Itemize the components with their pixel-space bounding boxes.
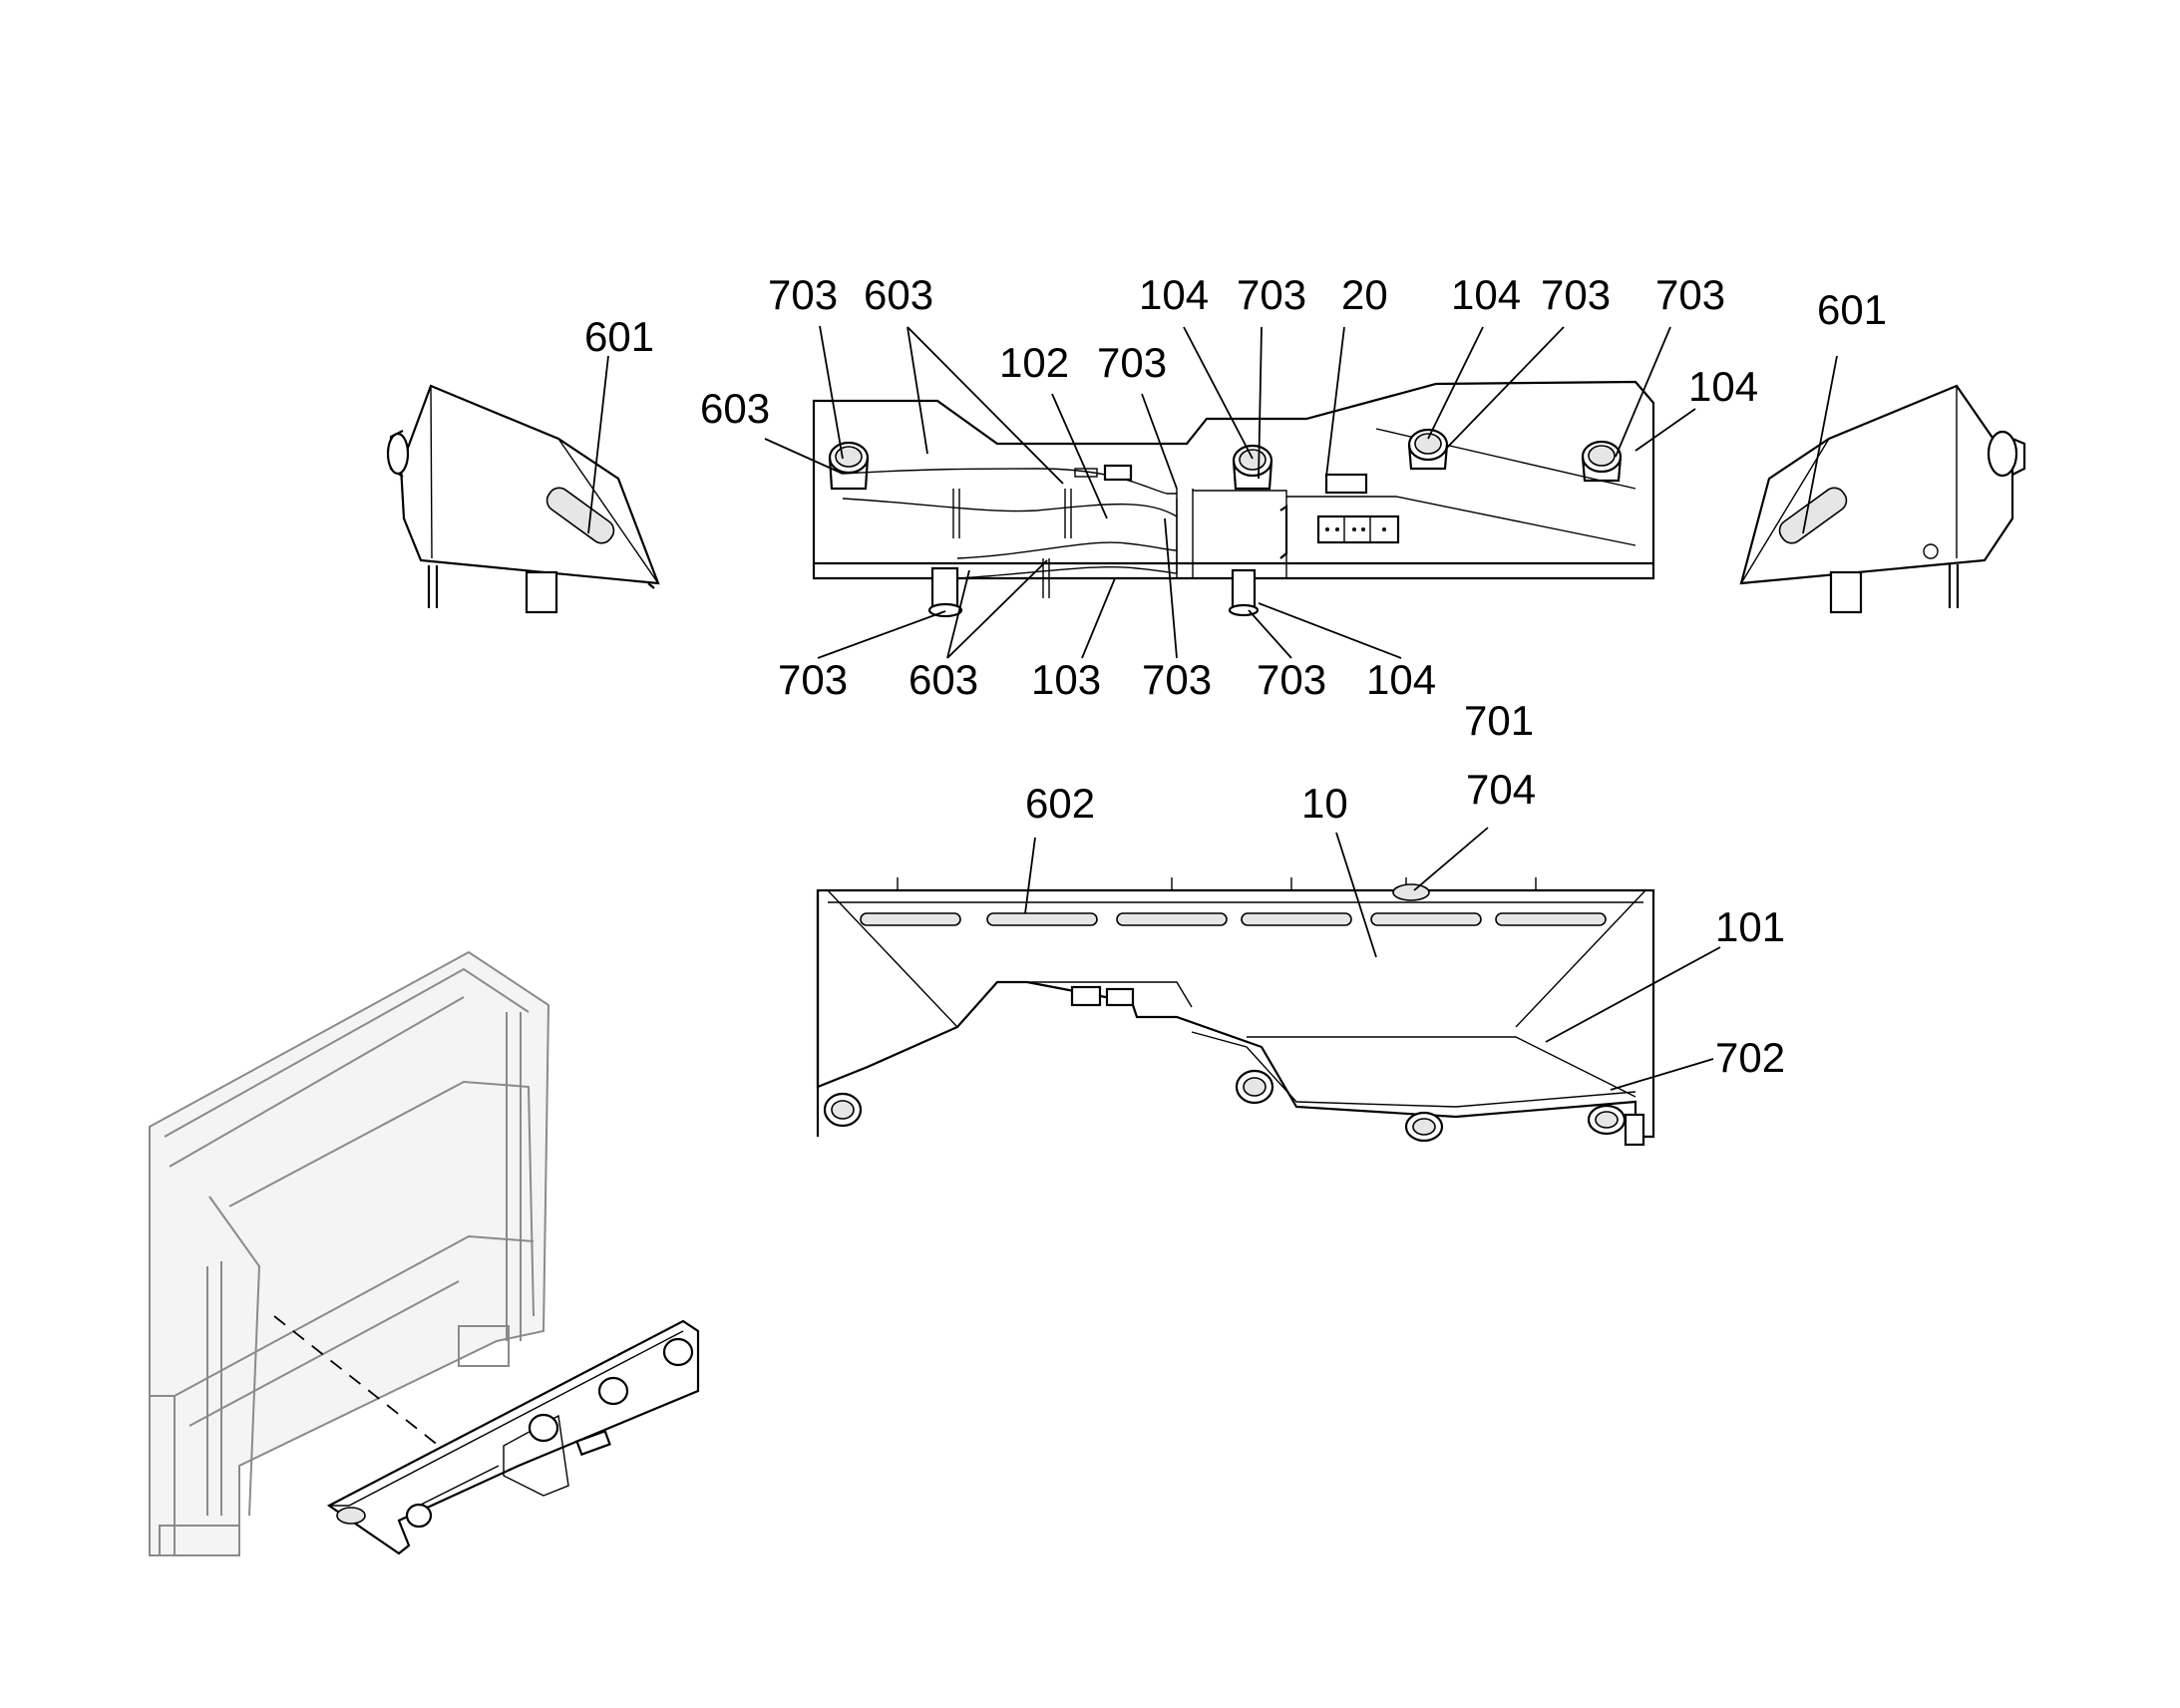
callout-labels: 601 601 703 603 104 703 20 104 703 703 1… — [584, 271, 1887, 1081]
isometric-assembly — [149, 950, 700, 1556]
callout-603-a: 603 — [864, 271, 933, 318]
callout-703-b: 703 — [1237, 271, 1306, 318]
callout-704: 704 — [1466, 766, 1536, 813]
callout-702: 702 — [1715, 1034, 1785, 1081]
callout-703-g: 703 — [1142, 656, 1212, 703]
callout-104-c: 104 — [1688, 363, 1758, 410]
callout-101: 101 — [1715, 903, 1785, 950]
callout-701: 701 — [1464, 697, 1534, 744]
callout-603-c: 603 — [908, 656, 978, 703]
callout-601-left: 601 — [584, 313, 654, 360]
callout-602: 602 — [1025, 780, 1095, 827]
bottom-view — [816, 877, 1655, 1147]
callout-104-b: 104 — [1451, 271, 1521, 318]
left-end-view — [386, 384, 660, 614]
leader-lines — [587, 325, 1838, 1091]
callout-703-e: 703 — [1097, 339, 1167, 386]
callout-104-d: 104 — [1366, 656, 1436, 703]
callout-102: 102 — [999, 339, 1069, 386]
callout-703-f: 703 — [778, 656, 848, 703]
callout-103: 103 — [1031, 656, 1101, 703]
vent-slots — [860, 912, 1607, 926]
callout-603-b: 603 — [700, 385, 770, 432]
top-view — [812, 380, 1655, 618]
callout-20: 20 — [1341, 271, 1388, 318]
callout-703-c: 703 — [1541, 271, 1611, 318]
callout-703-a: 703 — [768, 271, 838, 318]
right-end-view — [1739, 384, 2026, 614]
callout-703-d: 703 — [1655, 271, 1725, 318]
callout-10: 10 — [1301, 780, 1348, 827]
callout-104-a: 104 — [1139, 271, 1209, 318]
callout-703-h: 703 — [1257, 656, 1326, 703]
callout-601-right: 601 — [1817, 286, 1887, 333]
